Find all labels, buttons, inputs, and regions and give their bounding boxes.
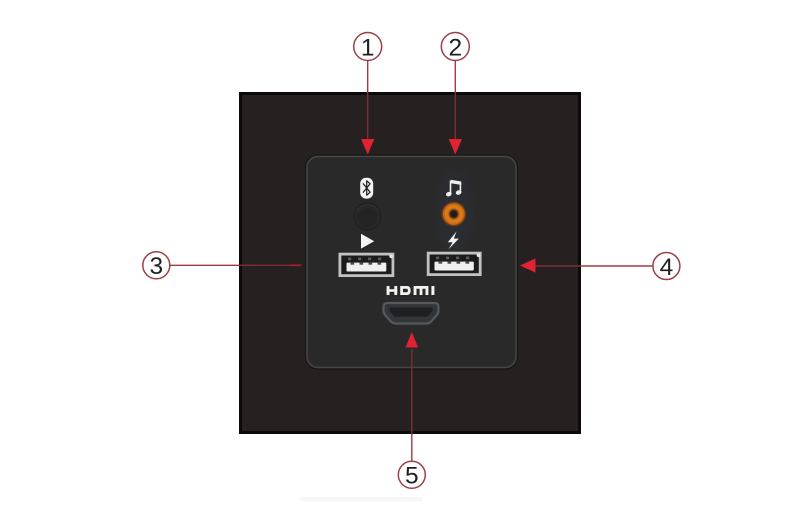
svg-text:3: 3 [149, 253, 163, 280]
svg-text:1: 1 [361, 34, 375, 61]
svg-text:2: 2 [448, 34, 462, 61]
svg-text:4: 4 [660, 254, 674, 281]
svg-text:5: 5 [405, 463, 419, 490]
